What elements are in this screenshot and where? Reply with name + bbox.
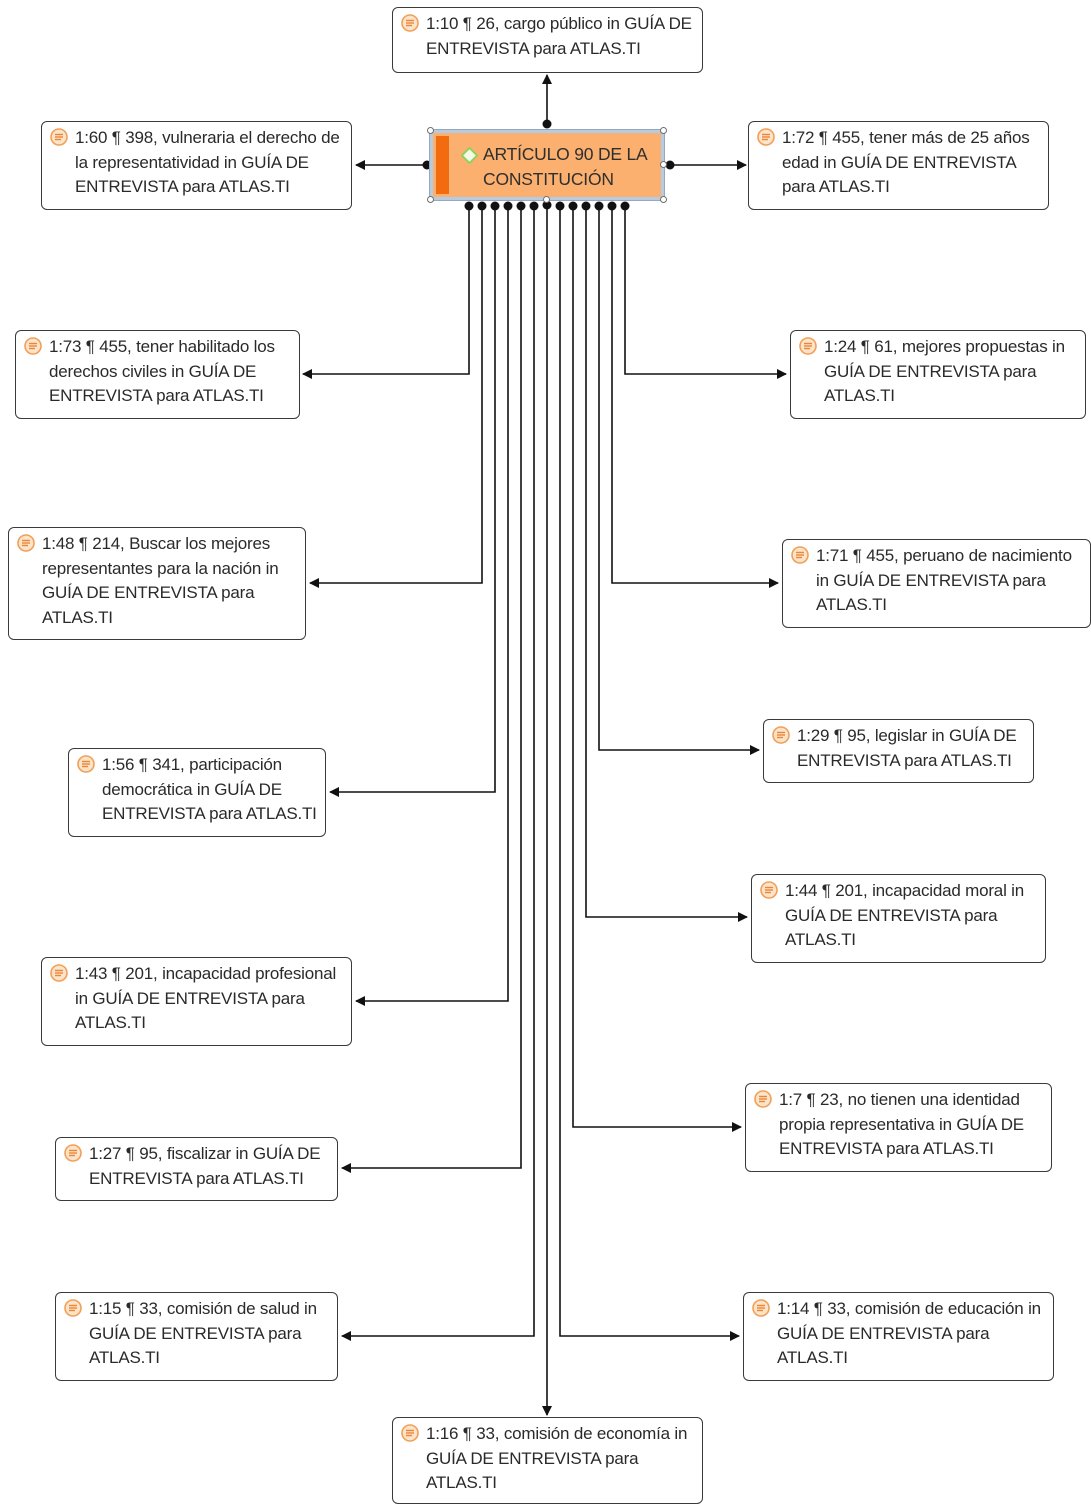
quotation-text: 1:29 ¶ 95, legislar in GUÍA DE ENTREVIST… bbox=[797, 726, 1017, 770]
quotation-node[interactable]: 1:43 ¶ 201, incapacidad profesional in G… bbox=[41, 957, 352, 1046]
quotation-text: 1:10 ¶ 26, cargo público in GUÍA DE ENTR… bbox=[426, 14, 692, 58]
quotation-node[interactable]: 1:16 ¶ 33, comisión de economía in GUÍA … bbox=[392, 1417, 703, 1504]
link-to-1-43 bbox=[355, 206, 509, 1006]
quotation-node[interactable]: 1:48 ¶ 214, Buscar los mejores represent… bbox=[8, 527, 306, 640]
quotation-icon bbox=[760, 881, 778, 899]
link-to-1-27 bbox=[341, 206, 522, 1173]
quotation-icon bbox=[401, 1424, 419, 1442]
link-anchor-dot bbox=[503, 201, 513, 211]
link-anchor-dot bbox=[529, 201, 539, 211]
link-anchor-dot bbox=[464, 201, 474, 211]
link-anchor-dot bbox=[620, 201, 630, 211]
quotation-node[interactable]: 1:72 ¶ 455, tener más de 25 años edad in… bbox=[748, 121, 1049, 210]
quotation-icon bbox=[754, 1090, 772, 1108]
link-to-1-71 bbox=[611, 206, 779, 588]
quotation-text: 1:27 ¶ 95, fiscalizar in GUÍA DE ENTREVI… bbox=[89, 1144, 321, 1188]
selection-handle[interactable] bbox=[543, 196, 550, 203]
code-color-bar bbox=[436, 136, 449, 194]
selection-handle[interactable] bbox=[427, 196, 434, 203]
selection-handle[interactable] bbox=[660, 161, 667, 168]
link-to-1-73 bbox=[302, 206, 470, 379]
quotation-text: 1:73 ¶ 455, tener habilitado los derecho… bbox=[49, 337, 275, 405]
quotation-node[interactable]: 1:29 ¶ 95, legislar in GUÍA DE ENTREVIST… bbox=[763, 719, 1034, 783]
quotation-node[interactable]: 1:24 ¶ 61, mejores propuestas in GUÍA DE… bbox=[790, 330, 1086, 419]
quotation-text: 1:24 ¶ 61, mejores propuestas in GUÍA DE… bbox=[824, 337, 1065, 405]
quotation-node[interactable]: 1:15 ¶ 33, comisión de salud in GUÍA DE … bbox=[55, 1292, 338, 1381]
link-anchor-dot bbox=[594, 201, 604, 211]
quotation-icon bbox=[791, 546, 809, 564]
quotation-icon bbox=[752, 1299, 770, 1317]
link-to-1-7 bbox=[572, 206, 742, 1132]
link-anchor-dot bbox=[542, 119, 552, 129]
quotation-node[interactable]: 1:71 ¶ 455, peruano de nacimiento in GUÍ… bbox=[782, 539, 1091, 628]
link-to-1-56 bbox=[329, 206, 496, 797]
quotation-text: 1:56 ¶ 341, participación democrática in… bbox=[102, 755, 317, 823]
quotation-text: 1:48 ¶ 214, Buscar los mejores represent… bbox=[42, 534, 279, 627]
quotation-icon bbox=[757, 128, 775, 146]
selection-handle[interactable] bbox=[660, 196, 667, 203]
quotation-icon bbox=[50, 128, 68, 146]
quotation-icon bbox=[50, 964, 68, 982]
selection-handle[interactable] bbox=[427, 127, 434, 134]
quotation-node[interactable]: 1:27 ¶ 95, fiscalizar in GUÍA DE ENTREVI… bbox=[55, 1137, 338, 1201]
quotation-icon bbox=[24, 337, 42, 355]
quotation-text: 1:43 ¶ 201, incapacidad profesional in G… bbox=[75, 964, 337, 1032]
quotation-icon bbox=[799, 337, 817, 355]
quotation-text: 1:71 ¶ 455, peruano de nacimiento in GUÍ… bbox=[816, 546, 1072, 614]
quotation-node[interactable]: 1:60 ¶ 398, vulneraria el derecho de la … bbox=[41, 121, 352, 210]
quotation-node[interactable]: 1:7 ¶ 23, no tienen una identidad propia… bbox=[745, 1083, 1052, 1172]
quotation-text: 1:60 ¶ 398, vulneraria el derecho de la … bbox=[75, 128, 340, 196]
quotation-text: 1:44 ¶ 201, incapacidad moral in GUÍA DE… bbox=[785, 881, 1024, 949]
quotation-icon bbox=[401, 14, 419, 32]
link-to-1-15 bbox=[341, 206, 535, 1341]
link-anchor-dot bbox=[516, 201, 526, 211]
link-anchor-dot bbox=[607, 201, 617, 211]
quotation-icon bbox=[77, 755, 95, 773]
quotation-node[interactable]: 1:14 ¶ 33, comisión de educación in GUÍA… bbox=[743, 1292, 1054, 1381]
quotation-text: 1:15 ¶ 33, comisión de salud in GUÍA DE … bbox=[89, 1299, 317, 1367]
quotation-icon bbox=[772, 726, 790, 744]
quotation-icon bbox=[64, 1144, 82, 1162]
link-to-1-14 bbox=[559, 206, 740, 1341]
quotation-node[interactable]: 1:10 ¶ 26, cargo público in GUÍA DE ENTR… bbox=[392, 7, 703, 73]
link-to-1-24 bbox=[624, 206, 787, 379]
quotation-node[interactable]: 1:44 ¶ 201, incapacidad moral in GUÍA DE… bbox=[751, 874, 1046, 963]
link-anchor-dot bbox=[490, 201, 500, 211]
code-node-articulo-90[interactable]: ARTÍCULO 90 DE LA CONSTITUCIÓN bbox=[429, 129, 665, 201]
quotation-icon bbox=[64, 1299, 82, 1317]
diamond-icon bbox=[461, 147, 478, 164]
link-to-1-44 bbox=[585, 206, 748, 922]
quotation-text: 1:14 ¶ 33, comisión de educación in GUÍA… bbox=[777, 1299, 1041, 1367]
link-anchor-dot bbox=[568, 201, 578, 211]
selection-handle[interactable] bbox=[660, 127, 667, 134]
link-anchor-dot bbox=[581, 201, 591, 211]
link-anchor-dot bbox=[555, 201, 565, 211]
quotation-node[interactable]: 1:73 ¶ 455, tener habilitado los derecho… bbox=[15, 330, 300, 419]
link-to-1-29 bbox=[598, 206, 760, 755]
quotation-text: 1:72 ¶ 455, tener más de 25 años edad in… bbox=[782, 128, 1030, 196]
link-anchor-dot bbox=[477, 201, 487, 211]
quotation-node[interactable]: 1:56 ¶ 341, participación democrática in… bbox=[68, 748, 326, 837]
quotation-text: 1:16 ¶ 33, comisión de economía in GUÍA … bbox=[426, 1424, 688, 1492]
code-label: ARTÍCULO 90 DE LA CONSTITUCIÓN bbox=[483, 144, 647, 189]
quotation-icon bbox=[17, 534, 35, 552]
quotation-text: 1:7 ¶ 23, no tienen una identidad propia… bbox=[779, 1090, 1024, 1158]
link-to-1-48 bbox=[309, 206, 483, 588]
